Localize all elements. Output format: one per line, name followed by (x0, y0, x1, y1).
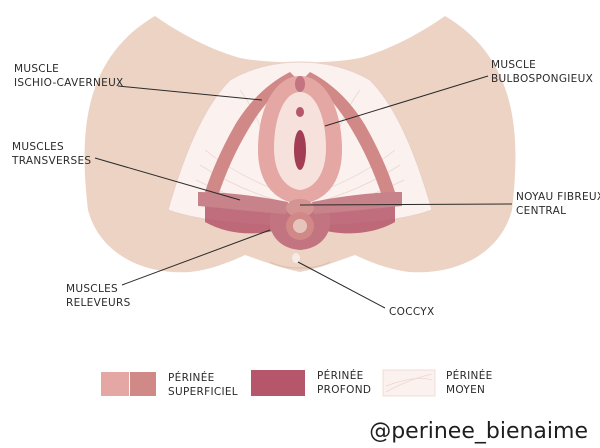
legend-swatch-deep (251, 370, 305, 396)
ischiocavernosus-left (205, 72, 296, 196)
label-transverses: MUSCLES TRANSVERSES (12, 140, 91, 168)
leader-noyau (299, 203, 513, 206)
label-line: ISCHIO-CAVERNEUX (14, 77, 124, 89)
legend-swatch-superficial-a (101, 372, 129, 396)
coccyx-shape (292, 253, 300, 263)
legend-line: SUPERFICIEL (168, 386, 238, 398)
anus (293, 219, 307, 233)
label-line: MUSCLES (66, 283, 118, 295)
transverse-left (198, 192, 288, 214)
label-line: NOYAU FIBREUX (516, 191, 600, 203)
label-line: CENTRAL (516, 205, 567, 217)
label-line: TRANSVERSES (12, 155, 92, 167)
label-coccyx: COCCYX (389, 305, 434, 319)
lower-crease (269, 261, 331, 269)
leader-transverses (94, 157, 241, 201)
central-tendon (286, 199, 314, 217)
label-bulbospongiosus: MUSCLE BULBOSPONGIEUX (491, 58, 593, 86)
legend-swatch-middle (382, 369, 436, 397)
leader-releveurs (121, 229, 271, 286)
label-line: MUSCLES (12, 141, 64, 153)
legend-line: PROFOND (317, 384, 372, 396)
legend-text-middle: PÉRINÉE MOYEN (446, 369, 493, 397)
legend-line: MOYEN (446, 384, 486, 396)
legend-swatch-superficial-b (130, 372, 156, 396)
leader-lines (94, 75, 513, 309)
legend-line: PÉRINÉE (317, 370, 364, 382)
ischiocavernosus-right (304, 72, 395, 196)
legend-text-deep: PÉRINÉE PROFOND (317, 369, 371, 397)
transverse-right (312, 192, 402, 214)
label-line: RELEVEURS (66, 297, 131, 309)
label-line: MUSCLE (491, 59, 537, 71)
vaginal-opening (294, 130, 306, 170)
legend-line: PÉRINÉE (446, 370, 493, 382)
label-ischio-cavernosus: MUSCLE ISCHIO-CAVERNEUX (14, 62, 124, 90)
legend-line: PÉRINÉE (168, 372, 215, 384)
label-line: BULBOSPONGIEUX (491, 73, 594, 85)
label-line: COCCYX (389, 306, 435, 318)
instagram-handle: @perinee_bienaime (369, 419, 588, 444)
urethral-opening (296, 107, 304, 117)
label-noyau-fibreux: NOYAU FIBREUX CENTRAL (516, 190, 600, 218)
legend-middle-fibers (385, 373, 433, 393)
leader-ischio (117, 85, 263, 101)
clitoris (295, 76, 305, 92)
leader-coccyx (297, 261, 386, 309)
label-releveurs: MUSCLES RELEVEURS (66, 282, 131, 310)
label-line: MUSCLE (14, 63, 60, 75)
leader-bulbo (324, 75, 489, 127)
legend-text-superficial: PÉRINÉE SUPERFICIEL (168, 371, 238, 399)
